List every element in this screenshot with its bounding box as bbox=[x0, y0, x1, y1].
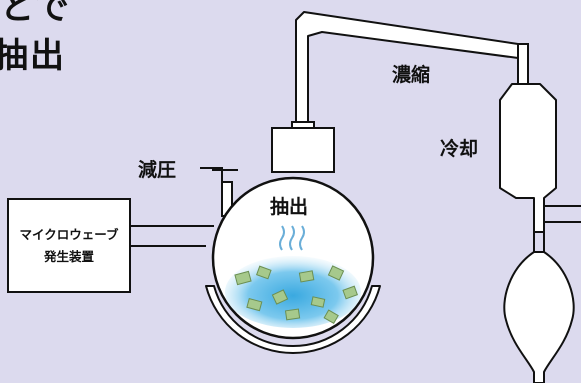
heating-mantle bbox=[205, 285, 381, 354]
label-extraction: 抽出 bbox=[270, 196, 309, 218]
label-cool: 冷却 bbox=[440, 138, 479, 160]
device-label-line1: マイクロウェーブ bbox=[19, 226, 119, 242]
waveguide bbox=[130, 225, 214, 247]
plant-material bbox=[234, 265, 358, 325]
label-reduced-pressure: 減圧 bbox=[138, 159, 177, 181]
title-fragment: 抽出 bbox=[0, 36, 66, 76]
label-condense: 濃縮 bbox=[392, 64, 431, 86]
condenser-connector bbox=[517, 43, 529, 85]
microwave-generator-box bbox=[7, 198, 131, 293]
device-label-line2: 発生装置 bbox=[43, 248, 94, 264]
cooler-side-arm bbox=[544, 205, 581, 223]
cooler-column bbox=[499, 83, 557, 233]
title-fragment-top: とで bbox=[0, 0, 71, 28]
collector-funnel bbox=[503, 251, 575, 383]
microwave-generator-label: マイクロウェーブ 発生装置 bbox=[8, 199, 130, 292]
steam-icon bbox=[279, 225, 305, 251]
